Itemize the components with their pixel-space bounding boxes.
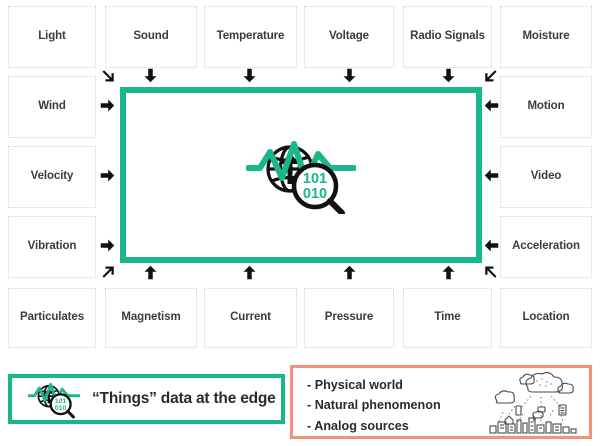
up-arrow-icon [242, 265, 257, 280]
sensor-cell-velocity[interactable]: Velocity [8, 146, 96, 208]
right-arrow-icon [100, 98, 115, 113]
down-left-arrow-icon [483, 68, 498, 83]
sensor-cell-magnetism[interactable]: Magnetism [105, 288, 197, 348]
down-arrow-icon [342, 68, 357, 83]
list-item: - Natural phenomenon [307, 398, 441, 413]
cloud-city-devices-illustration [485, 371, 581, 436]
sensor-cell-moisture[interactable]: Moisture [500, 6, 592, 68]
up-left-arrow-icon [483, 265, 498, 280]
list-item: - Analog sources [307, 418, 409, 433]
sensor-cell-particulates[interactable]: Particulates [8, 288, 96, 348]
sensor-cell-temperature[interactable]: Temperature [204, 6, 297, 68]
down-arrow-icon [242, 68, 257, 83]
sensor-cell-voltage[interactable]: Voltage [304, 6, 394, 68]
data-sources-panel: - Physical world - Natural phenomenon - … [290, 365, 592, 439]
data-sources-list: - Physical world - Natural phenomenon - … [307, 375, 441, 436]
edge-boundary-box: 101 010 [120, 87, 482, 263]
up-arrow-icon [441, 265, 456, 280]
binary-digits-top: 101 [55, 398, 67, 405]
binary-digits-bottom: 010 [55, 405, 67, 412]
list-item: - Physical world [307, 378, 403, 392]
left-arrow-icon [484, 238, 499, 253]
things-data-legend: 101 010 “Things” data at the edge [8, 374, 285, 424]
sensor-sources-diagram: Light Sound Temperature Voltage Radio Si… [8, 6, 592, 348]
left-arrow-icon [484, 168, 499, 183]
sensor-cell-radio-signals[interactable]: Radio Signals [403, 6, 492, 68]
binary-digits-bottom: 010 [303, 186, 327, 202]
up-arrow-icon [143, 265, 158, 280]
sensor-cell-acceleration[interactable]: Acceleration [500, 216, 592, 278]
sensor-cell-sound[interactable]: Sound [105, 6, 197, 68]
binary-digits-top: 101 [303, 171, 327, 187]
sensor-cell-pressure[interactable]: Pressure [304, 288, 394, 348]
up-arrow-icon [342, 265, 357, 280]
sensor-cell-location[interactable]: Location [500, 288, 592, 348]
sensor-cell-time[interactable]: Time [403, 288, 492, 348]
legend-caption: “Things” data at the edge [92, 390, 276, 407]
sensor-cell-motion[interactable]: Motion [500, 76, 592, 138]
sensor-cell-vibration[interactable]: Vibration [8, 216, 96, 278]
right-arrow-icon [100, 168, 115, 183]
down-arrow-icon [441, 68, 456, 83]
things-data-edge-icon: 101 010 [27, 379, 81, 419]
sensor-cell-current[interactable]: Current [204, 288, 297, 348]
down-arrow-icon [143, 68, 158, 83]
up-right-arrow-icon [101, 265, 116, 280]
sensor-cell-wind[interactable]: Wind [8, 76, 96, 138]
down-right-arrow-icon [101, 68, 116, 83]
right-arrow-icon [100, 238, 115, 253]
globe-waveform-magnifier-icon: 101 010 [245, 136, 357, 216]
sensor-cell-video[interactable]: Video [500, 146, 592, 208]
sensor-cell-light[interactable]: Light [8, 6, 96, 68]
left-arrow-icon [484, 98, 499, 113]
